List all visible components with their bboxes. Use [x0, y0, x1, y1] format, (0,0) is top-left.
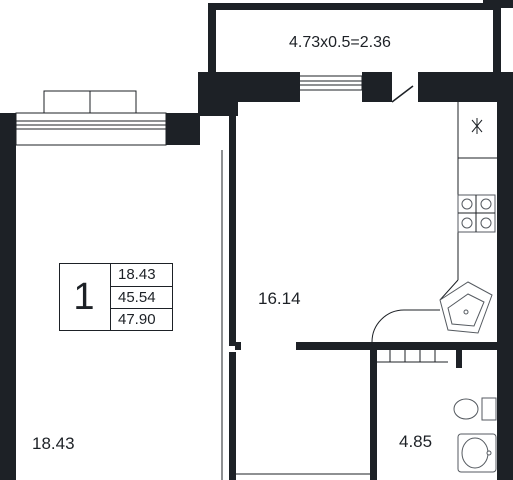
legend-values: 18.43 45.54 47.90 — [110, 264, 172, 330]
interior-walls — [221, 102, 497, 480]
balcony-area-label: 4.73x0.5=2.36 — [289, 34, 391, 51]
toilet-icon — [453, 397, 497, 421]
bedroom-area-label: 18.43 — [32, 434, 75, 453]
balcony-door — [391, 85, 414, 103]
bathroom-area-label: 4.85 — [399, 432, 433, 451]
kitchen-door — [371, 309, 440, 343]
cooktop-icon — [457, 194, 496, 233]
total-area-value: 45.54 — [111, 285, 172, 308]
room-count: 1 — [73, 275, 95, 318]
washbasin-icon — [457, 433, 497, 473]
balcony-walls — [208, 0, 513, 75]
apartment-legend: 1 18.43 45.54 47.90 — [59, 263, 173, 331]
kitchen-area-label: 16.14 — [258, 289, 301, 308]
bedroom-window — [15, 90, 167, 146]
balcony-window — [297, 75, 363, 91]
total-with-balcony-value: 47.90 — [111, 307, 172, 330]
outer-walls — [0, 72, 513, 480]
hood-icon — [471, 118, 483, 134]
corner-sink-icon — [439, 281, 493, 334]
kitchen-counter — [439, 102, 497, 301]
living-area-value: 18.43 — [118, 266, 156, 284]
